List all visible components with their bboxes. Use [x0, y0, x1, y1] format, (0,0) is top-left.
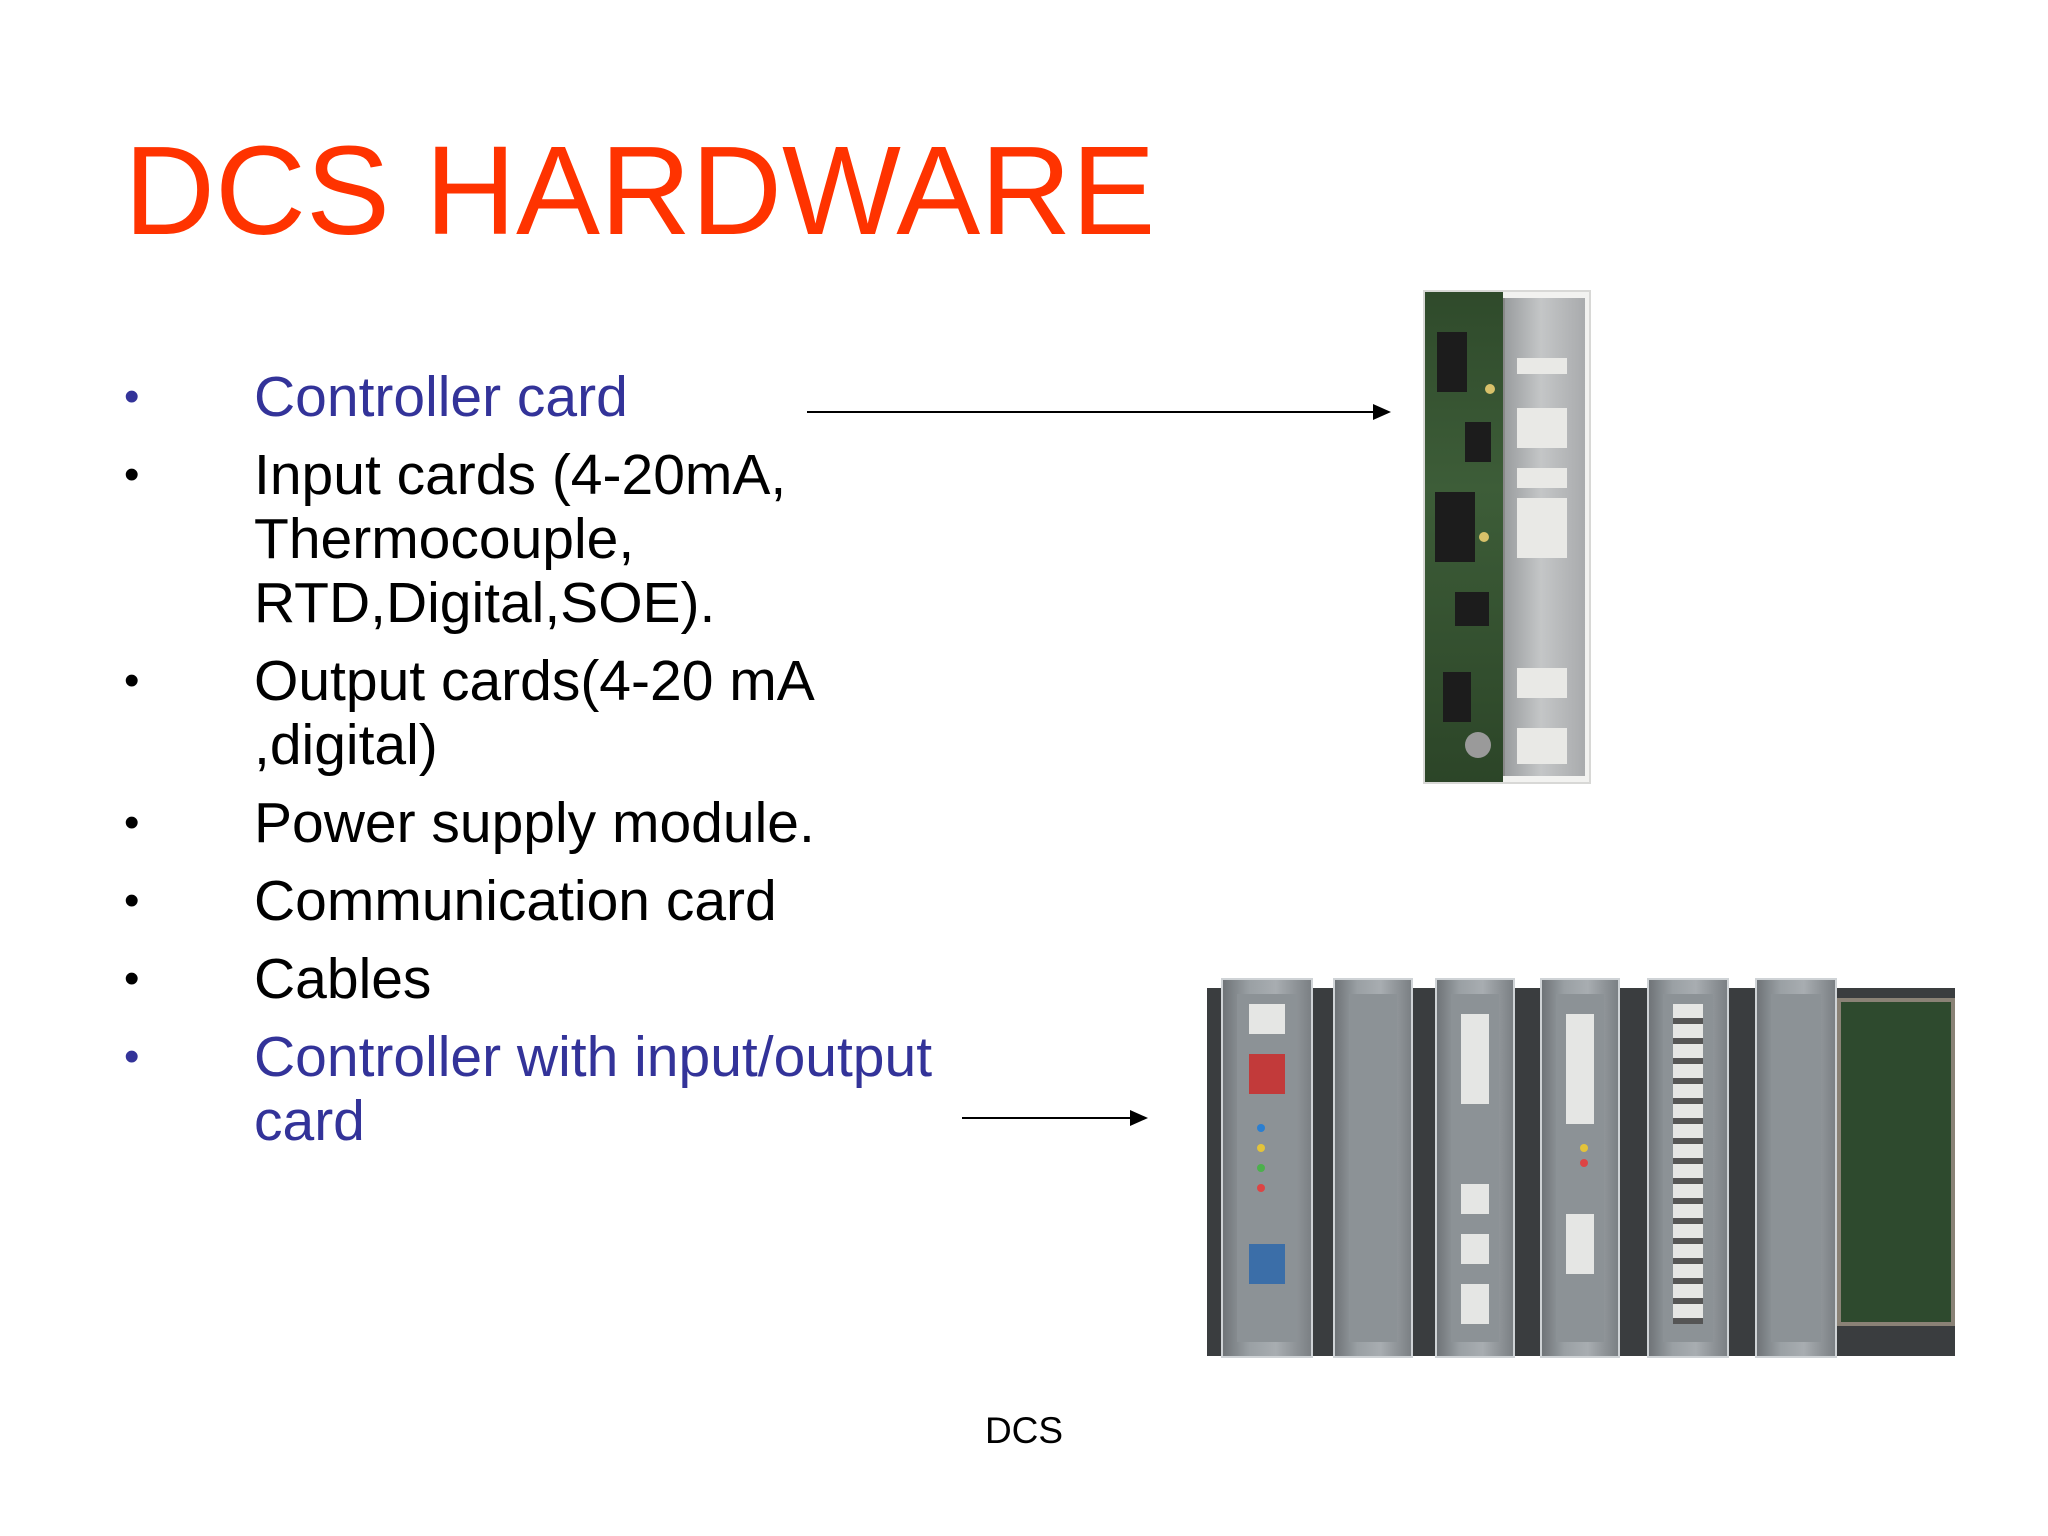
chip	[1455, 592, 1489, 626]
faceplate-label	[1517, 668, 1567, 698]
bullet-marker: •	[124, 450, 140, 499]
module-label	[1565, 1214, 1595, 1274]
bullet-marker: •	[124, 798, 140, 847]
rack-module	[1333, 978, 1413, 1358]
module-face	[1556, 994, 1604, 1342]
module-label	[1565, 1014, 1595, 1124]
bullet-power-supply: • Power supply module.	[124, 791, 964, 855]
chip	[1437, 332, 1467, 392]
status-led	[1257, 1184, 1265, 1192]
bullet-list: • Controller card • Input cards (4-20mA,…	[124, 365, 964, 1167]
module-display	[1249, 1054, 1285, 1094]
bullet-text: Input cards (4-20mA, Thermocouple, RTD,D…	[254, 443, 787, 635]
bullet-controller-card: • Controller card	[124, 365, 964, 429]
bullet-text: Controller card	[254, 365, 628, 429]
controller-rack-image	[1195, 978, 1955, 1376]
bullet-communication-card: • Communication card	[124, 869, 964, 933]
component	[1485, 384, 1495, 394]
module-face	[1663, 994, 1713, 1342]
bullet-controller-io: • Controller with input/output card	[124, 1025, 964, 1153]
bullet-text: Cables	[254, 947, 432, 1011]
slide-title: DCS HARDWARE	[124, 120, 1156, 261]
faceplate-label	[1517, 728, 1567, 764]
module-face	[1237, 994, 1297, 1342]
module-label	[1460, 1284, 1490, 1324]
module-label	[1460, 1184, 1490, 1214]
module-port	[1249, 1244, 1285, 1284]
bullet-cables: • Cables	[124, 947, 964, 1011]
module-face	[1349, 994, 1397, 1342]
status-led	[1257, 1124, 1265, 1132]
bullet-marker: •	[124, 656, 140, 705]
rack-module	[1540, 978, 1620, 1358]
module-face	[1771, 994, 1821, 1342]
battery	[1465, 732, 1491, 758]
rack-module	[1755, 978, 1837, 1358]
rack-module	[1435, 978, 1515, 1358]
bullet-text: Controller with input/output card	[254, 1025, 933, 1153]
arrow-to-rack	[962, 1110, 1148, 1126]
component	[1479, 532, 1489, 542]
rack-module	[1647, 978, 1729, 1358]
chip	[1465, 422, 1491, 462]
faceplate-label	[1517, 468, 1567, 488]
terminal-strip	[1673, 1004, 1703, 1324]
card-faceplate	[1503, 298, 1585, 776]
bullet-marker: •	[124, 876, 140, 925]
faceplate-label	[1517, 408, 1567, 448]
bullet-marker: •	[124, 372, 140, 421]
bullet-output-cards: • Output cards(4-20 mA ,digital)	[124, 649, 964, 777]
status-led	[1580, 1144, 1588, 1152]
bullet-input-cards: • Input cards (4-20mA, Thermocouple, RTD…	[124, 443, 964, 635]
module-label	[1460, 1234, 1490, 1264]
bullet-text: Output cards(4-20 mA ,digital)	[254, 649, 812, 777]
circuit-board	[1425, 292, 1503, 782]
bullet-text: Communication card	[254, 869, 777, 933]
arrow-to-controller-card	[807, 404, 1391, 420]
module-label	[1249, 1004, 1285, 1034]
chip	[1435, 492, 1475, 562]
faceplate-label	[1517, 358, 1567, 374]
status-led	[1257, 1164, 1265, 1172]
module-label	[1460, 1014, 1490, 1104]
chip	[1443, 672, 1471, 722]
module-face	[1451, 994, 1499, 1342]
slide-footer: DCS	[984, 1410, 1064, 1451]
bullet-marker: •	[124, 1032, 140, 1081]
controller-card-image	[1423, 290, 1591, 784]
rack-side-board	[1837, 998, 1955, 1326]
bullet-text: Power supply module.	[254, 791, 815, 855]
faceplate-label	[1517, 498, 1567, 558]
rack-module	[1221, 978, 1313, 1358]
bullet-marker: •	[124, 954, 140, 1003]
status-led	[1257, 1144, 1265, 1152]
status-led	[1580, 1159, 1588, 1167]
